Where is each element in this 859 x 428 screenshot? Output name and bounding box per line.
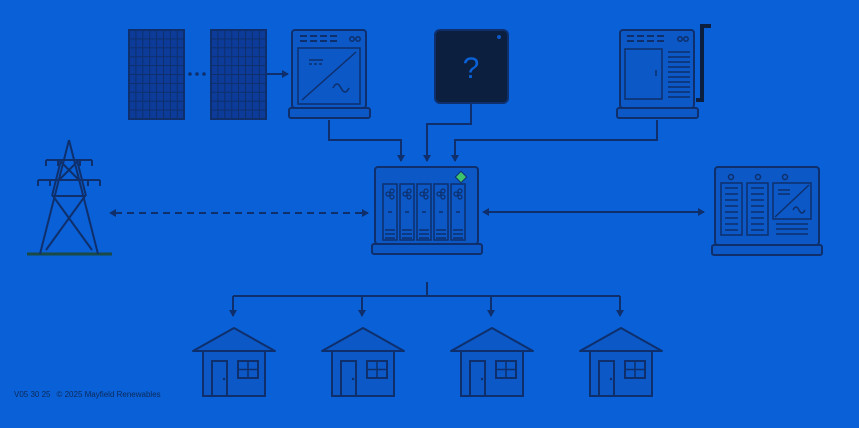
solar-panel-icon	[210, 29, 267, 120]
unknown-source-label: ?	[463, 52, 480, 85]
house-icon	[579, 327, 663, 397]
house-icon	[450, 327, 534, 397]
house-icon	[192, 327, 276, 397]
utility-tower-icon	[27, 139, 112, 256]
house-icon	[321, 327, 405, 397]
arrow-unknown-to-controller	[423, 104, 472, 162]
inverter-icon	[288, 29, 371, 119]
unknown-source-icon: ?	[434, 29, 509, 104]
copyright-label: © 2025 Mayfield Renewables	[56, 390, 161, 399]
load-distribution-lines	[229, 282, 624, 317]
footer: V05 30 25 © 2025 Mayfield Renewables	[14, 390, 167, 399]
solar-panel-ellipsis	[188, 72, 206, 76]
solar-panel-icon	[128, 29, 185, 120]
arrow-inverter-to-controller	[328, 120, 405, 162]
battery-inverter-icon	[711, 166, 823, 256]
arrow-generator-to-controller	[451, 120, 658, 162]
generator-icon	[616, 24, 711, 119]
microgrid-controller-icon	[371, 166, 483, 255]
version-label: V05 30 25	[14, 390, 51, 399]
